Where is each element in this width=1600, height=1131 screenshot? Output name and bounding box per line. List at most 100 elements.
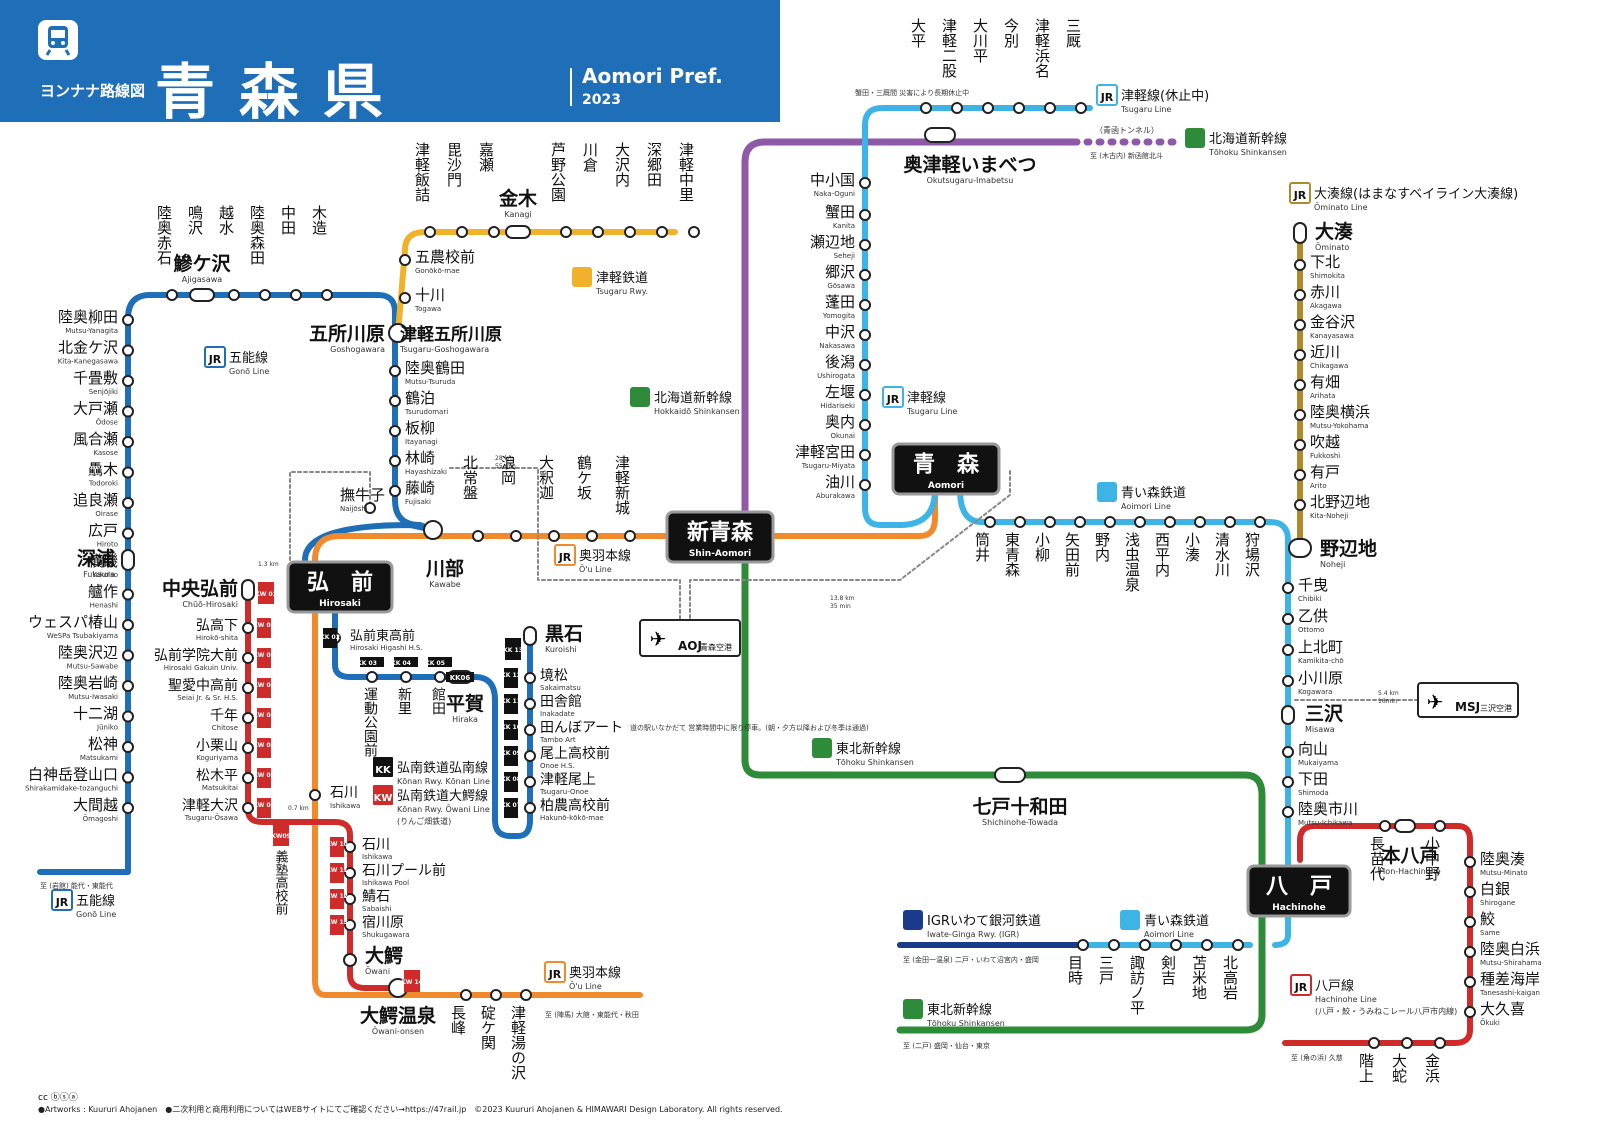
- konan-east-name-2: 田んぼアート: [540, 720, 623, 736]
- hachinohe-line-name-0: 長苗代: [1368, 836, 1386, 882]
- gono-west-en-10: WeSPa Tsubakiyama: [47, 632, 118, 640]
- owani-en-5: Matsukitai: [202, 784, 238, 792]
- hiraka-station-name: 平賀: [446, 693, 484, 715]
- fukaura-station-marker: [121, 549, 135, 571]
- ou-south-marker-2: [490, 989, 502, 1001]
- konan-east-code-text-2: KK 10: [501, 724, 521, 731]
- walk-link-path: [289, 471, 371, 561]
- tsugaru-rwy-marker-5: [624, 226, 636, 238]
- train-logo-icon: [38, 20, 78, 60]
- owani-lower-en-2: Sabaishi: [362, 905, 391, 913]
- tsugaru-line-marker-4: [859, 299, 871, 311]
- owani-tag-tag-text: KW: [374, 793, 393, 804]
- gono-west-name-7: 広戸: [88, 522, 118, 540]
- ou-line-tag-name: 奥羽本線: [579, 548, 631, 564]
- gono-west-marker-5: [122, 466, 134, 479]
- chuo-hirosaki-station-marker: [241, 579, 255, 601]
- hachinohe-line-marker-7: [1464, 1006, 1476, 1018]
- tsugaru-rwy-marker-2: [488, 226, 500, 238]
- gono-west-marker-11: [122, 649, 134, 662]
- aoimori-east-marker-8: [1224, 516, 1236, 528]
- tsugaru-line-en-9: Tsugaru-Miyata: [801, 462, 855, 470]
- ou-line-tag-2-en: Ō'u Line: [569, 981, 602, 991]
- owani-lower-en-0: Ishikawa: [362, 853, 392, 861]
- owani-code-text-6: KW 08: [253, 802, 275, 809]
- ou-south-marker-1: [460, 989, 472, 1001]
- tsugaru-rwy-south-en-0: Gonōkō-mae: [415, 267, 460, 275]
- konan-marker-3: [434, 671, 446, 683]
- ominato-marker-6: [1294, 439, 1306, 451]
- tsugaru-line-marker-6: [859, 359, 871, 371]
- aoimori-bottom-marker-4: [1201, 939, 1213, 951]
- hachinohe-line-name-1: 小中野: [1423, 836, 1441, 881]
- konan-east-code-3: [504, 746, 518, 766]
- gono-west-name-2: 千畳敷: [73, 369, 118, 387]
- seikan-tunnel-label: （青函トンネル）: [1095, 125, 1159, 135]
- gono-east-name-0: 陸奥鶴田: [405, 359, 465, 377]
- kw14-code-text: KW 14: [401, 979, 423, 986]
- aoimori-east-name-6: 西平内: [1153, 532, 1171, 578]
- owani-code-1: [257, 648, 271, 668]
- tsugaru-line-en-0: Naka-Oguni: [814, 190, 855, 198]
- tsugaru-rwy-name-3: 芦野公園: [549, 142, 567, 202]
- gono-west-name-10: ウェスパ椿山: [28, 613, 118, 631]
- owani-en-3: Chitose: [212, 724, 238, 732]
- tsugaru-goshogawara-en: Tsugaru-Goshogawara: [399, 345, 489, 354]
- bus-msj-time: 16min: [1378, 698, 1397, 705]
- footer-credits: ●Artworks : Kuururi Ahojanen ●二次利用と商用利用に…: [38, 1105, 783, 1114]
- fukaura-station-name: 深浦: [77, 547, 115, 570]
- aoimori-bottom-name-3: 剣吉: [1159, 955, 1177, 985]
- ou-north-name-3: 大釈迦: [537, 455, 555, 500]
- kk13-code-badge: [505, 638, 521, 660]
- kk06-badge: [446, 672, 474, 682]
- tsugaru-line-name-8: 奥内: [825, 413, 855, 431]
- aoimori-east-marker-9: [1254, 516, 1266, 528]
- walk-distance-1: 1.3 km: [258, 561, 279, 568]
- tsugaru-top-marker-3: [1013, 102, 1025, 114]
- hachinohe-station-name: 八 戸: [1266, 875, 1332, 900]
- kk13-code-text: KK 13: [503, 647, 523, 654]
- konan-code-text-0: KK 02: [320, 634, 340, 641]
- gono-west-marker-10: [122, 619, 134, 631]
- aomori-station-box: [891, 442, 1001, 496]
- gono-east-marker-2: [389, 425, 401, 437]
- konan-east-code-2: [504, 720, 518, 740]
- owani-lower-name-1: 石川プール前: [362, 862, 446, 879]
- hachinohe-line-en-4: Same: [1480, 929, 1500, 937]
- gono-north-marker-5: [321, 289, 333, 301]
- gono-west-name-6: 追良瀬: [73, 491, 118, 509]
- kw01-code-text: KW 01: [255, 591, 277, 598]
- owani-name-0: 弘高下: [196, 617, 238, 634]
- tsugaru-line-name-2: 瀬辺地: [810, 233, 855, 251]
- tsugaru-line-en-2: Seheji: [834, 252, 855, 260]
- gono-west-name-14: 松神: [88, 735, 118, 753]
- ominato-en-2: Kanayasawa: [1310, 332, 1354, 340]
- hachinohe-line-name-6: 種差海岸: [1480, 970, 1540, 988]
- ou-north-name-0: 撫牛子: [340, 486, 385, 504]
- hachinohe-line-tag-en: Hachinohe Line: [1315, 995, 1377, 1004]
- tsugaru-line-en-7: Hidariseki: [820, 402, 855, 410]
- aoimori-south-name-3: 小川原: [1298, 669, 1343, 687]
- owani-name-4: 小栗山: [196, 738, 238, 754]
- konan-east-marker-0: [524, 672, 536, 684]
- aoimori-south-marker-6: [1282, 806, 1294, 818]
- hachinohe-line-marker-0: [1379, 820, 1391, 832]
- aoimori-bottom-marker-1: [1108, 939, 1120, 951]
- gono-east-name-4: 藤崎: [405, 479, 435, 497]
- owani-lower-code-2: [330, 889, 344, 909]
- konan-name-2: 新里: [396, 687, 412, 715]
- owani-marker-2: [242, 682, 254, 694]
- owani-en-0: Hirokō-shita: [196, 634, 238, 642]
- gono-north-marker-2: [228, 289, 240, 301]
- gono-line-tag-2-name: 五能線: [76, 893, 115, 909]
- tsugaru-suspended-note: 蟹田・三厩間 災害により長期休止中: [855, 88, 969, 97]
- aoimori-bottom-marker-5: [1232, 939, 1244, 951]
- aoimori-south-marker-5: [1282, 776, 1294, 788]
- owani-code-2: [257, 678, 271, 698]
- tohoku-shinkansen-tag-2-en: Tōhoku Shinkansen: [926, 1019, 1005, 1028]
- gono-west-marker-15: [122, 771, 134, 784]
- owani-marker-6: [242, 802, 254, 814]
- gono-west-name-5: 驫木: [88, 461, 118, 479]
- konan-name-1: 運動公園前: [362, 687, 378, 758]
- tsugaru-rwy-marker-3: [560, 226, 572, 238]
